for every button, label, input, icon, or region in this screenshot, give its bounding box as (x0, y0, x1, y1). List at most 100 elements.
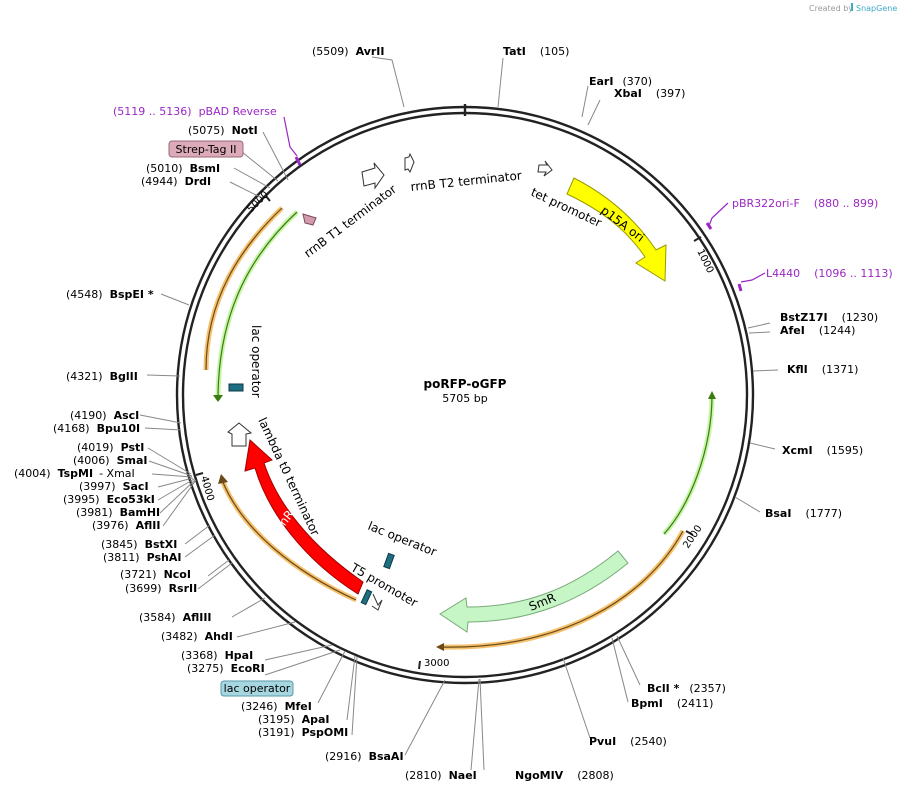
svg-text:(3811)PshAI: (3811)PshAI (103, 551, 181, 564)
svg-text:(3482)AhdI: (3482)AhdI (161, 630, 233, 643)
site-rsrii[interactable]: (3699)RsrII (125, 582, 197, 595)
site-afliii[interactable]: (3584)AflIII (139, 611, 212, 624)
lac-operator-inner-label: lac operator (249, 325, 263, 398)
credit-prefix: Created by (809, 4, 853, 13)
rrnb-t1-terminator-icon[interactable] (361, 162, 385, 190)
site-naei[interactable]: (2810)NaeI (405, 769, 477, 782)
svg-text:BsaI(1777): BsaI(1777) (765, 507, 842, 520)
site-noti[interactable]: (5075)NotI (188, 124, 258, 137)
svg-text:(3275)EcoRI: (3275)EcoRI (187, 662, 265, 675)
svg-text:XcmI(1595): XcmI(1595) (782, 444, 863, 457)
site-hpai[interactable]: (3368)HpaI (181, 649, 253, 662)
site-pshai[interactable]: (3811)PshAI (103, 551, 181, 564)
svg-text:(3195)ApaI: (3195)ApaI (258, 713, 329, 726)
primer-pbad-reverse[interactable]: (5119 .. 5136)pBAD Reverse (113, 105, 277, 118)
svg-text:(4548)BspEI *: (4548)BspEI * (66, 288, 154, 301)
lac-operator-t5-mark[interactable] (383, 552, 395, 570)
svg-text:(3191)PspOMI: (3191)PspOMI (258, 726, 348, 739)
rrnb-t2-terminator-icon[interactable] (404, 152, 415, 174)
site-bcli[interactable]: BclI *(2357) (647, 682, 726, 695)
lambda-t0-terminator-icon[interactable] (227, 422, 253, 447)
svg-text:TatI(105): TatI(105) (503, 45, 569, 58)
site-ncoi[interactable]: (3721)NcoI (120, 568, 191, 581)
svg-text:(4190)AscI: (4190)AscI (70, 409, 139, 422)
svg-text:3000: 3000 (424, 658, 449, 669)
svg-text:(5010)BsmI: (5010)BsmI (146, 162, 220, 175)
svg-text:EarI(370): EarI(370) (589, 75, 652, 88)
site-tati[interactable]: TatI(105) (503, 45, 569, 58)
mrfp1-feature[interactable] (244, 439, 364, 595)
p15a-ori-label: p15A ori (598, 203, 647, 245)
svg-text:(4168)Bpu10I: (4168)Bpu10I (53, 422, 140, 435)
site-eari[interactable]: EarI(370) (589, 75, 652, 88)
svg-text:Strep-Tag II: Strep-Tag II (176, 143, 237, 156)
svg-text:4000: 4000 (198, 475, 216, 502)
strep-tag-mark[interactable] (302, 213, 317, 226)
svg-text:NgoMIV(2808): NgoMIV(2808) (515, 769, 614, 782)
site-drdi[interactable]: (4944)DrdI (141, 175, 211, 188)
site-bamhi[interactable]: (3981)BamHI (76, 506, 160, 519)
lac-operator-box[interactable]: lac operator (220, 680, 294, 697)
site-afei[interactable]: AfeI(1244) (780, 324, 855, 337)
svg-text:2000: 2000 (681, 523, 704, 550)
site-tspmi[interactable]: (4004)TspMI- XmaI (14, 467, 135, 480)
site-saci[interactable]: (3997)SacI (79, 480, 149, 493)
site-pvui[interactable]: PvuI(2540) (589, 735, 667, 748)
plasmid-name: poRFP-oGFP (424, 377, 507, 391)
svg-text:(3721)NcoI: (3721)NcoI (120, 568, 191, 581)
svg-text:(4321)BglII: (4321)BglII (66, 370, 138, 383)
strep-tag-box[interactable]: Strep-Tag II (168, 140, 244, 158)
primer-leader-lines (283, 116, 766, 283)
orf-arc-lower-left-orange (219, 479, 358, 603)
smr-feature[interactable] (439, 550, 629, 633)
t5-promoter-arrow-icon[interactable] (371, 593, 383, 611)
site-bsai[interactable]: BsaI(1777) (765, 507, 842, 520)
site-mfei[interactable]: (3246)MfeI (241, 700, 312, 713)
site-psti[interactable]: (4019)PstI (77, 441, 144, 454)
site-ahdi[interactable]: (3482)AhdI (161, 630, 233, 643)
svg-text:KflI(1371): KflI(1371) (787, 363, 858, 376)
site-apai[interactable]: (3195)ApaI (258, 713, 329, 726)
site-pspomi[interactable]: (3191)PspOMI (258, 726, 348, 739)
site-bstxi[interactable]: (3845)BstXI (101, 538, 177, 551)
lac-operator-inner-mark[interactable] (228, 383, 244, 392)
svg-text:(2810)NaeI: (2810)NaeI (405, 769, 477, 782)
site-bglii[interactable]: (4321)BglII (66, 370, 138, 383)
site-xcmi[interactable]: XcmI(1595) (782, 444, 863, 457)
site-aflii[interactable]: (3976)AflII (92, 519, 160, 532)
site-leader-lines (139, 56, 779, 771)
site-bsmi[interactable]: (5010)BsmI (146, 162, 220, 175)
site-bspei[interactable]: (4548)BspEI * (66, 288, 154, 301)
site-ngomiv[interactable]: NgoMIV(2808) (515, 769, 614, 782)
site-smai[interactable]: (4006)SmaI (73, 454, 147, 467)
tick-2000: 2000 (681, 523, 704, 550)
orf-arc-upper-left-orange (203, 206, 284, 371)
site-avrii[interactable]: (5509)AvrII (312, 45, 384, 58)
site-bsaai[interactable]: (2916)BsaAI (325, 750, 404, 763)
rrnb-t1-label: rrnB T1 terminator (301, 182, 399, 260)
svg-text:L4440(1096 .. 1113): L4440(1096 .. 1113) (766, 267, 893, 280)
site-bpu10i[interactable]: (4168)Bpu10I (53, 422, 140, 435)
tet-promoter-arrow-icon[interactable] (537, 160, 553, 177)
svg-text:(3976)AflII: (3976)AflII (92, 519, 160, 532)
snapgene-logo-icon (851, 3, 853, 11)
primer-pbr322ori-f[interactable]: pBR322ori-F(880 .. 899) (732, 197, 878, 210)
p15a-ori-feature[interactable] (566, 177, 667, 282)
svg-text:(2916)BsaAI: (2916)BsaAI (325, 750, 404, 763)
primer-bind-marks (294, 156, 743, 292)
site-xbai[interactable]: XbaI(397) (614, 87, 685, 100)
site-bpmi[interactable]: BpmI(2411) (631, 697, 713, 710)
orf-arc-right-green (662, 394, 715, 536)
tick-3000: 3000 (418, 658, 449, 670)
svg-text:(5075)NotI: (5075)NotI (188, 124, 258, 137)
primer-l4440[interactable]: L4440(1096 .. 1113) (766, 267, 893, 280)
site-kfli[interactable]: KflI(1371) (787, 363, 858, 376)
svg-text:pBR322ori-F(880 .. 899): pBR322ori-F(880 .. 899) (732, 197, 878, 210)
site-eco53ki[interactable]: (3995)Eco53kI (63, 493, 155, 506)
site-ecori[interactable]: (3275)EcoRI (187, 662, 265, 675)
site-asci[interactable]: (4190)AscI (70, 409, 139, 422)
t5-operator-mark (360, 589, 373, 606)
site-bstz17i[interactable]: BstZ17I(1230) (780, 311, 878, 324)
